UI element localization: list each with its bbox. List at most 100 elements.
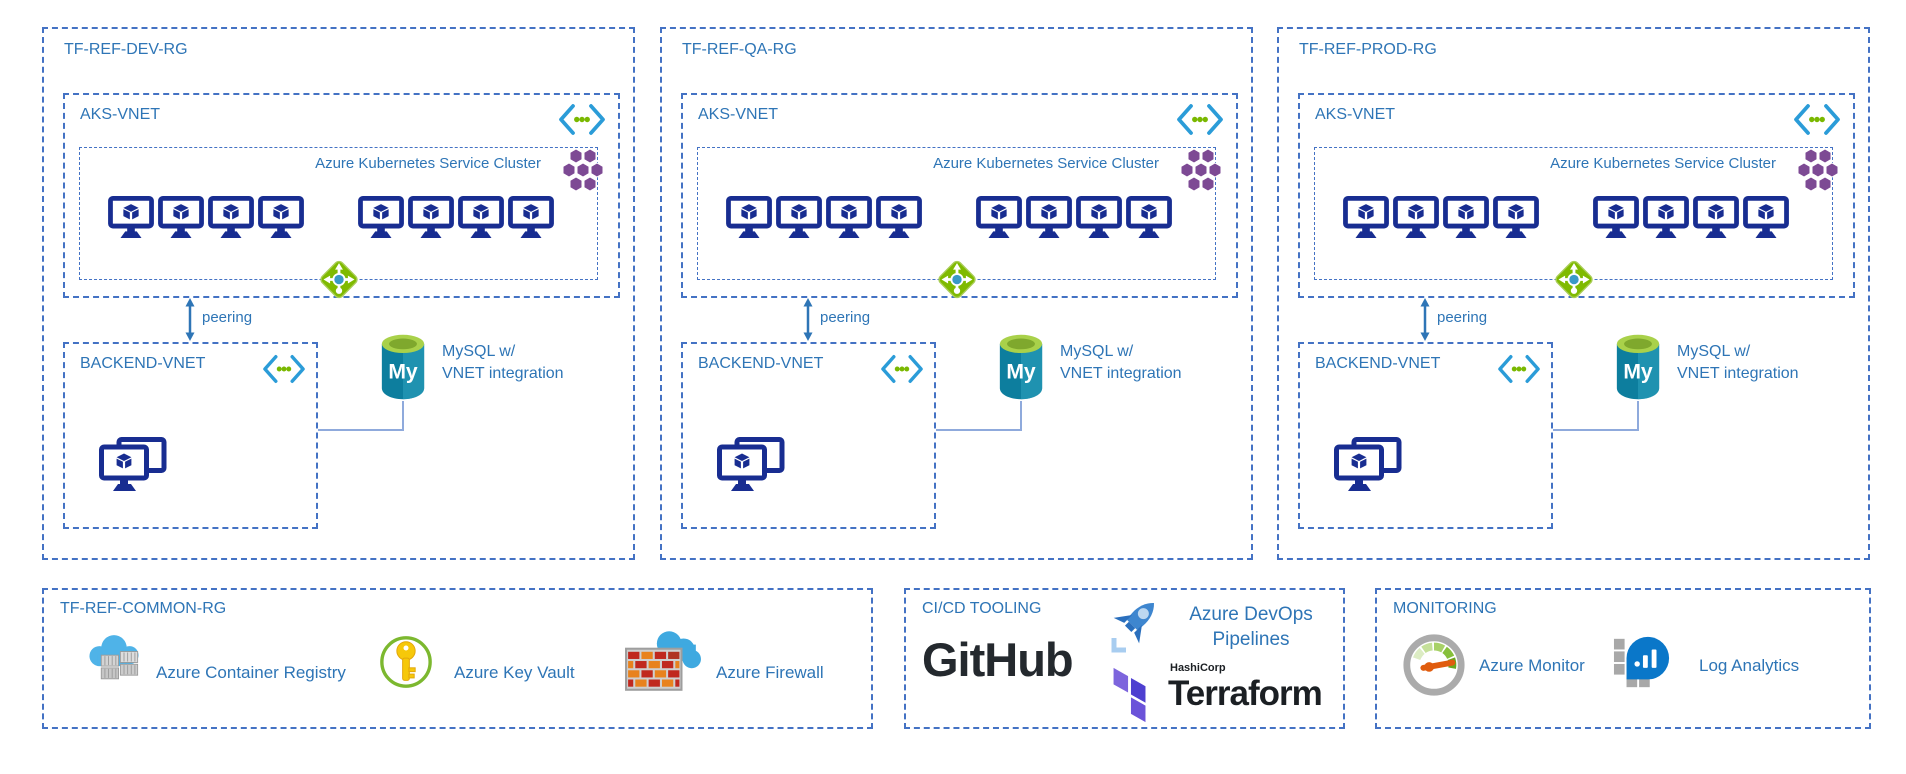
virtual-network-icon <box>1793 103 1841 136</box>
aks-node-icon <box>1593 196 1639 238</box>
azure-devops-pipelines-label: Azure DevOps Pipelines <box>1189 604 1313 650</box>
mysql-connector-line <box>1553 429 1639 431</box>
load-balancer-icon <box>1551 257 1596 302</box>
virtual-network-icon <box>880 354 924 384</box>
aks-node-icon <box>158 196 204 238</box>
aks-node-icon <box>108 196 154 238</box>
monitoring-panel: MONITORING Azure Monitor Log Analytics <box>1375 588 1871 729</box>
aks-cluster-label: Azure Kubernetes Service Cluster <box>1550 155 1776 172</box>
aks-node-icon <box>258 196 304 238</box>
mysql-connector-line <box>318 429 404 431</box>
aks-node-icon <box>1643 196 1689 238</box>
mysql-icon <box>996 333 1046 401</box>
aks-node-icon <box>876 196 922 238</box>
mysql-connector-line <box>936 429 1022 431</box>
aks-vnet-box: AKS-VNET Azure Kubernetes Service Cluste… <box>681 93 1238 298</box>
aks-node-icon <box>1076 196 1122 238</box>
aks-node-pool <box>108 196 558 238</box>
hashicorp-label: HashiCorp <box>1170 662 1226 674</box>
aks-vnet-box: AKS-VNET Azure Kubernetes Service Cluste… <box>63 93 620 298</box>
aks-node-icon <box>458 196 504 238</box>
aks-cluster-box: Azure Kubernetes Service Cluster <box>79 147 598 280</box>
aks-vnet-box: AKS-VNET Azure Kubernetes Service Cluste… <box>1298 93 1855 298</box>
peering-label: peering <box>1437 309 1488 326</box>
log-analytics-label: Log Analytics <box>1699 656 1800 675</box>
aks-node-icon <box>1743 196 1789 238</box>
aks-node-icon <box>1393 196 1439 238</box>
backend-vnet-label: BACKEND-VNET <box>80 355 206 372</box>
aks-vnet-label: AKS-VNET <box>80 106 161 123</box>
backend-vnet-label: BACKEND-VNET <box>1315 355 1441 372</box>
aks-cluster-box: Azure Kubernetes Service Cluster <box>697 147 1216 280</box>
virtual-network-icon <box>1497 354 1541 384</box>
monitoring-title: MONITORING <box>1393 600 1497 617</box>
aks-cluster-icon <box>559 145 607 195</box>
azure-monitor-icon <box>1401 632 1467 698</box>
backend-vnet-box: BACKEND-VNET <box>1298 342 1553 529</box>
aks-node-icon <box>1443 196 1489 238</box>
terraform-icon <box>1108 664 1152 724</box>
load-balancer-icon <box>934 257 979 302</box>
aks-node-icon <box>408 196 454 238</box>
peering-arrow-icon <box>800 297 816 342</box>
aks-cluster-label: Azure Kubernetes Service Cluster <box>315 155 541 172</box>
mysql-label: MySQL w/ VNET integration <box>1060 343 1182 382</box>
virtual-machines-icon <box>717 436 785 500</box>
common-rg-title: TF-REF-COMMON-RG <box>60 600 227 617</box>
azure-monitor-label: Azure Monitor <box>1479 656 1585 675</box>
container-registry-icon <box>84 632 144 682</box>
mysql-icon <box>378 333 428 401</box>
resource-group-title: TF-REF-DEV-RG <box>64 41 188 58</box>
mysql-label: MySQL w/ VNET integration <box>1677 343 1799 382</box>
aks-node-pool <box>726 196 1176 238</box>
aks-node-icon <box>1493 196 1539 238</box>
aks-node-icon <box>976 196 1022 238</box>
aks-node-icon <box>1693 196 1739 238</box>
log-analytics-icon <box>1613 634 1671 692</box>
backend-vnet-box: BACKEND-VNET <box>63 342 318 529</box>
cicd-tooling-panel: CI/CD TOOLING GitHub Azure DevOps Pipeli… <box>904 588 1345 729</box>
aks-node-icon <box>508 196 554 238</box>
firewall-icon <box>624 628 702 692</box>
cicd-title: CI/CD TOOLING <box>922 600 1042 617</box>
peering-label: peering <box>820 309 871 326</box>
resource-group-qa: TF-REF-QA-RG AKS-VNET Azure Kubernetes S… <box>660 27 1253 560</box>
backend-vnet-box: BACKEND-VNET <box>681 342 936 529</box>
backend-vnet-label: BACKEND-VNET <box>698 355 824 372</box>
vnet-peering: peering <box>182 297 302 343</box>
github-logo: GitHub <box>922 633 1074 686</box>
mysql-connector-line <box>1020 401 1022 430</box>
firewall-label: Azure Firewall <box>716 663 824 682</box>
peering-label: peering <box>202 309 253 326</box>
aks-node-pool <box>1343 196 1793 238</box>
virtual-network-icon <box>262 354 306 384</box>
aks-node-icon <box>208 196 254 238</box>
aks-cluster-icon <box>1794 145 1842 195</box>
aks-node-icon <box>776 196 822 238</box>
aks-cluster-label: Azure Kubernetes Service Cluster <box>933 155 1159 172</box>
mysql-connector-line <box>1637 401 1639 430</box>
aks-cluster-icon <box>1177 145 1225 195</box>
aks-node-icon <box>1343 196 1389 238</box>
mysql-connector-line <box>402 401 404 430</box>
resource-group-title: TF-REF-QA-RG <box>682 41 797 58</box>
aks-node-icon <box>726 196 772 238</box>
peering-arrow-icon <box>1417 297 1433 342</box>
resource-group-dev: TF-REF-DEV-RG AKS-VNET Azure Kubernetes … <box>42 27 635 560</box>
virtual-network-icon <box>558 103 606 136</box>
aks-node-icon <box>1126 196 1172 238</box>
virtual-machines-icon <box>1334 436 1402 500</box>
mysql-label: MySQL w/ VNET integration <box>442 343 564 382</box>
peering-arrow-icon <box>182 297 198 342</box>
resource-group-title: TF-REF-PROD-RG <box>1299 41 1437 58</box>
aks-vnet-label: AKS-VNET <box>698 106 779 123</box>
aks-cluster-box: Azure Kubernetes Service Cluster <box>1314 147 1833 280</box>
container-registry-label: Azure Container Registry <box>156 663 346 682</box>
aks-vnet-label: AKS-VNET <box>1315 106 1396 123</box>
virtual-network-icon <box>1176 103 1224 136</box>
terraform-label: Terraform <box>1168 674 1323 713</box>
virtual-machines-icon <box>99 436 167 500</box>
aks-node-icon <box>826 196 872 238</box>
aks-node-icon <box>358 196 404 238</box>
